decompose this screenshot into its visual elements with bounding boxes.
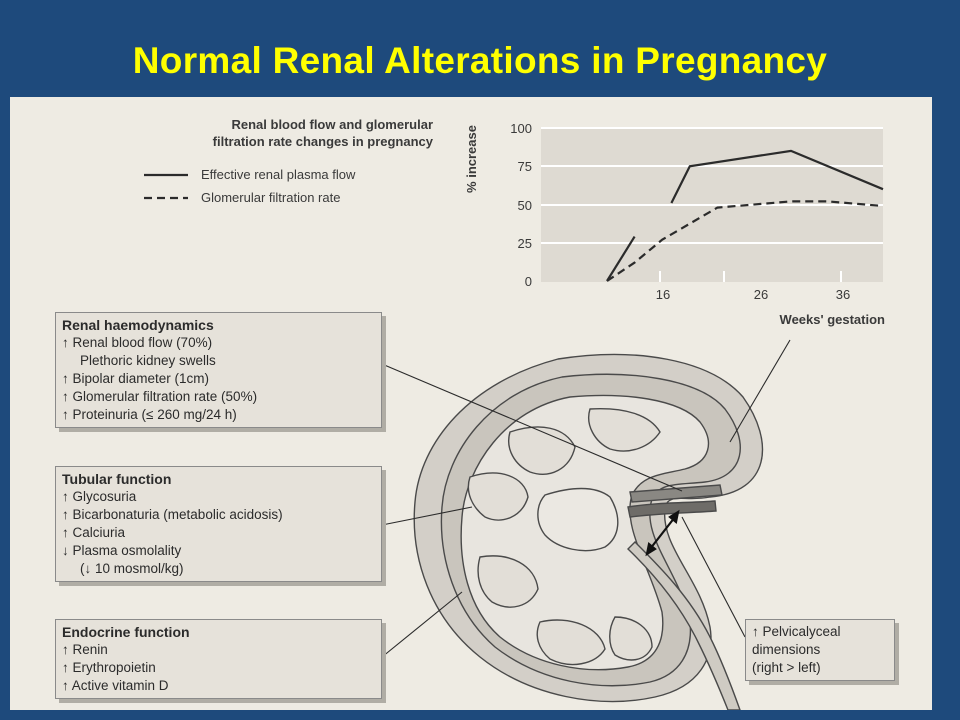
renal-pyramid-1 xyxy=(588,407,661,452)
haemo-item-bipolar-diameter: ↑ Bipolar diameter (1cm) xyxy=(62,371,210,386)
pelvicalyceal-line-1: ↑ Pelvicalyceal xyxy=(752,624,841,639)
haemo-item-plethoric-kidney: Plethoric kidney swells xyxy=(80,353,216,368)
renal-artery xyxy=(629,484,723,503)
haemo-item-proteinuria: ↑ Proteinuria (≤ 260 mg/24 h) xyxy=(62,407,237,422)
figure-svg: Renal blood flow and glomerular filtrati… xyxy=(144,117,886,710)
renal-vein xyxy=(627,500,717,518)
graph-title-line1: Renal blood flow and glomerular xyxy=(231,117,433,132)
tubular-item-plasma-osmolality: ↓ Plasma osmolality xyxy=(62,543,182,558)
y-tick-0: 0 xyxy=(525,274,532,289)
series-layer xyxy=(606,149,884,282)
x-tick-36: 36 xyxy=(836,287,850,302)
y-tick-100: 100 xyxy=(510,121,532,136)
renal-haemodynamics-box: Renal haemodynamics ↑ Renal blood flow (… xyxy=(55,312,382,428)
pointer-chart-kidney xyxy=(729,339,791,443)
series-erpf-line-0 xyxy=(606,236,636,282)
renal-haemodynamics-heading: Renal haemodynamics xyxy=(62,317,214,333)
y-tick-labels: 100 75 50 25 0 xyxy=(510,121,532,289)
y-axis-label: % increase xyxy=(464,125,479,193)
tubular-item-glycosuria: ↑ Glycosuria xyxy=(62,489,137,504)
dimension-arrow-head-bottom xyxy=(645,541,657,557)
x-tick-16: 16 xyxy=(656,287,670,302)
tubular-item-bicarbonaturia: ↑ Bicarbonaturia (metabolic acidosis) xyxy=(62,507,283,522)
tubular-function-box: Tubular function ↑ Glycosuria ↑ Bicarbon… xyxy=(55,466,382,582)
tubular-item-osmolality-value: (↓ 10 mosmol/kg) xyxy=(80,561,184,576)
kidney-illustration xyxy=(413,353,764,710)
x-tick-labels: 16 26 36 xyxy=(656,287,850,302)
y-tick-25: 25 xyxy=(518,236,532,251)
tubular-item-calciuria: ↑ Calciuria xyxy=(62,525,126,540)
renal-pyramid-4 xyxy=(477,555,539,608)
pointer-pelvicalyceal xyxy=(681,516,746,638)
pointer-lines xyxy=(381,339,791,658)
pointer-endocrine xyxy=(381,591,463,658)
y-tick-50: 50 xyxy=(518,198,532,213)
x-tick-26: 26 xyxy=(754,287,768,302)
dimension-arrow-head-top xyxy=(668,509,680,525)
endocrine-item-renin: ↑ Renin xyxy=(62,642,108,657)
pelvicalyceal-box: ↑ Pelvicalyceal dimensions (right > left… xyxy=(745,619,895,681)
x-tick-marks xyxy=(659,271,842,282)
series-erpf-line-1 xyxy=(670,149,884,204)
ureter xyxy=(627,541,741,710)
renal-pyramid-6 xyxy=(609,616,653,661)
endocrine-function-box: Endocrine function ↑ Renin ↑ Erythropoie… xyxy=(55,619,382,699)
x-axis-label: Weeks' gestation xyxy=(780,312,886,327)
pelvicalyceal-line-2: dimensions xyxy=(752,642,821,657)
endocrine-function-heading: Endocrine function xyxy=(62,624,190,640)
pointer-tubular xyxy=(381,506,473,526)
endocrine-item-vitamin-d: ↑ Active vitamin D xyxy=(62,678,169,693)
legend-dashed-label: Glomerular filtration rate xyxy=(201,190,340,205)
pointer-haemodynamics xyxy=(381,363,683,492)
y-tick-75: 75 xyxy=(518,159,532,174)
tubular-function-heading: Tubular function xyxy=(62,471,172,487)
renal-pelvis xyxy=(537,487,619,552)
series-gfr-line-0 xyxy=(606,200,884,282)
haemo-item-renal-blood-flow: ↑ Renal blood flow (70%) xyxy=(62,335,213,350)
endocrine-item-erythropoietin: ↑ Erythropoietin xyxy=(62,660,156,675)
pelvicalyceal-line-3: (right > left) xyxy=(752,660,821,675)
legend-solid-label: Effective renal plasma flow xyxy=(201,167,356,182)
renal-pyramid-3 xyxy=(467,472,529,521)
renal-pyramid-5 xyxy=(536,619,606,666)
dimension-arrow xyxy=(645,509,680,557)
haemo-item-gfr: ↑ Glomerular filtration rate (50%) xyxy=(62,389,258,404)
dimension-arrow-line xyxy=(649,516,676,550)
slide-title: Normal Renal Alterations in Pregnancy xyxy=(132,40,828,81)
graph-title-line2: filtration rate changes in pregnancy xyxy=(213,134,434,149)
figure-panel: Renal blood flow and glomerular filtrati… xyxy=(10,97,932,710)
